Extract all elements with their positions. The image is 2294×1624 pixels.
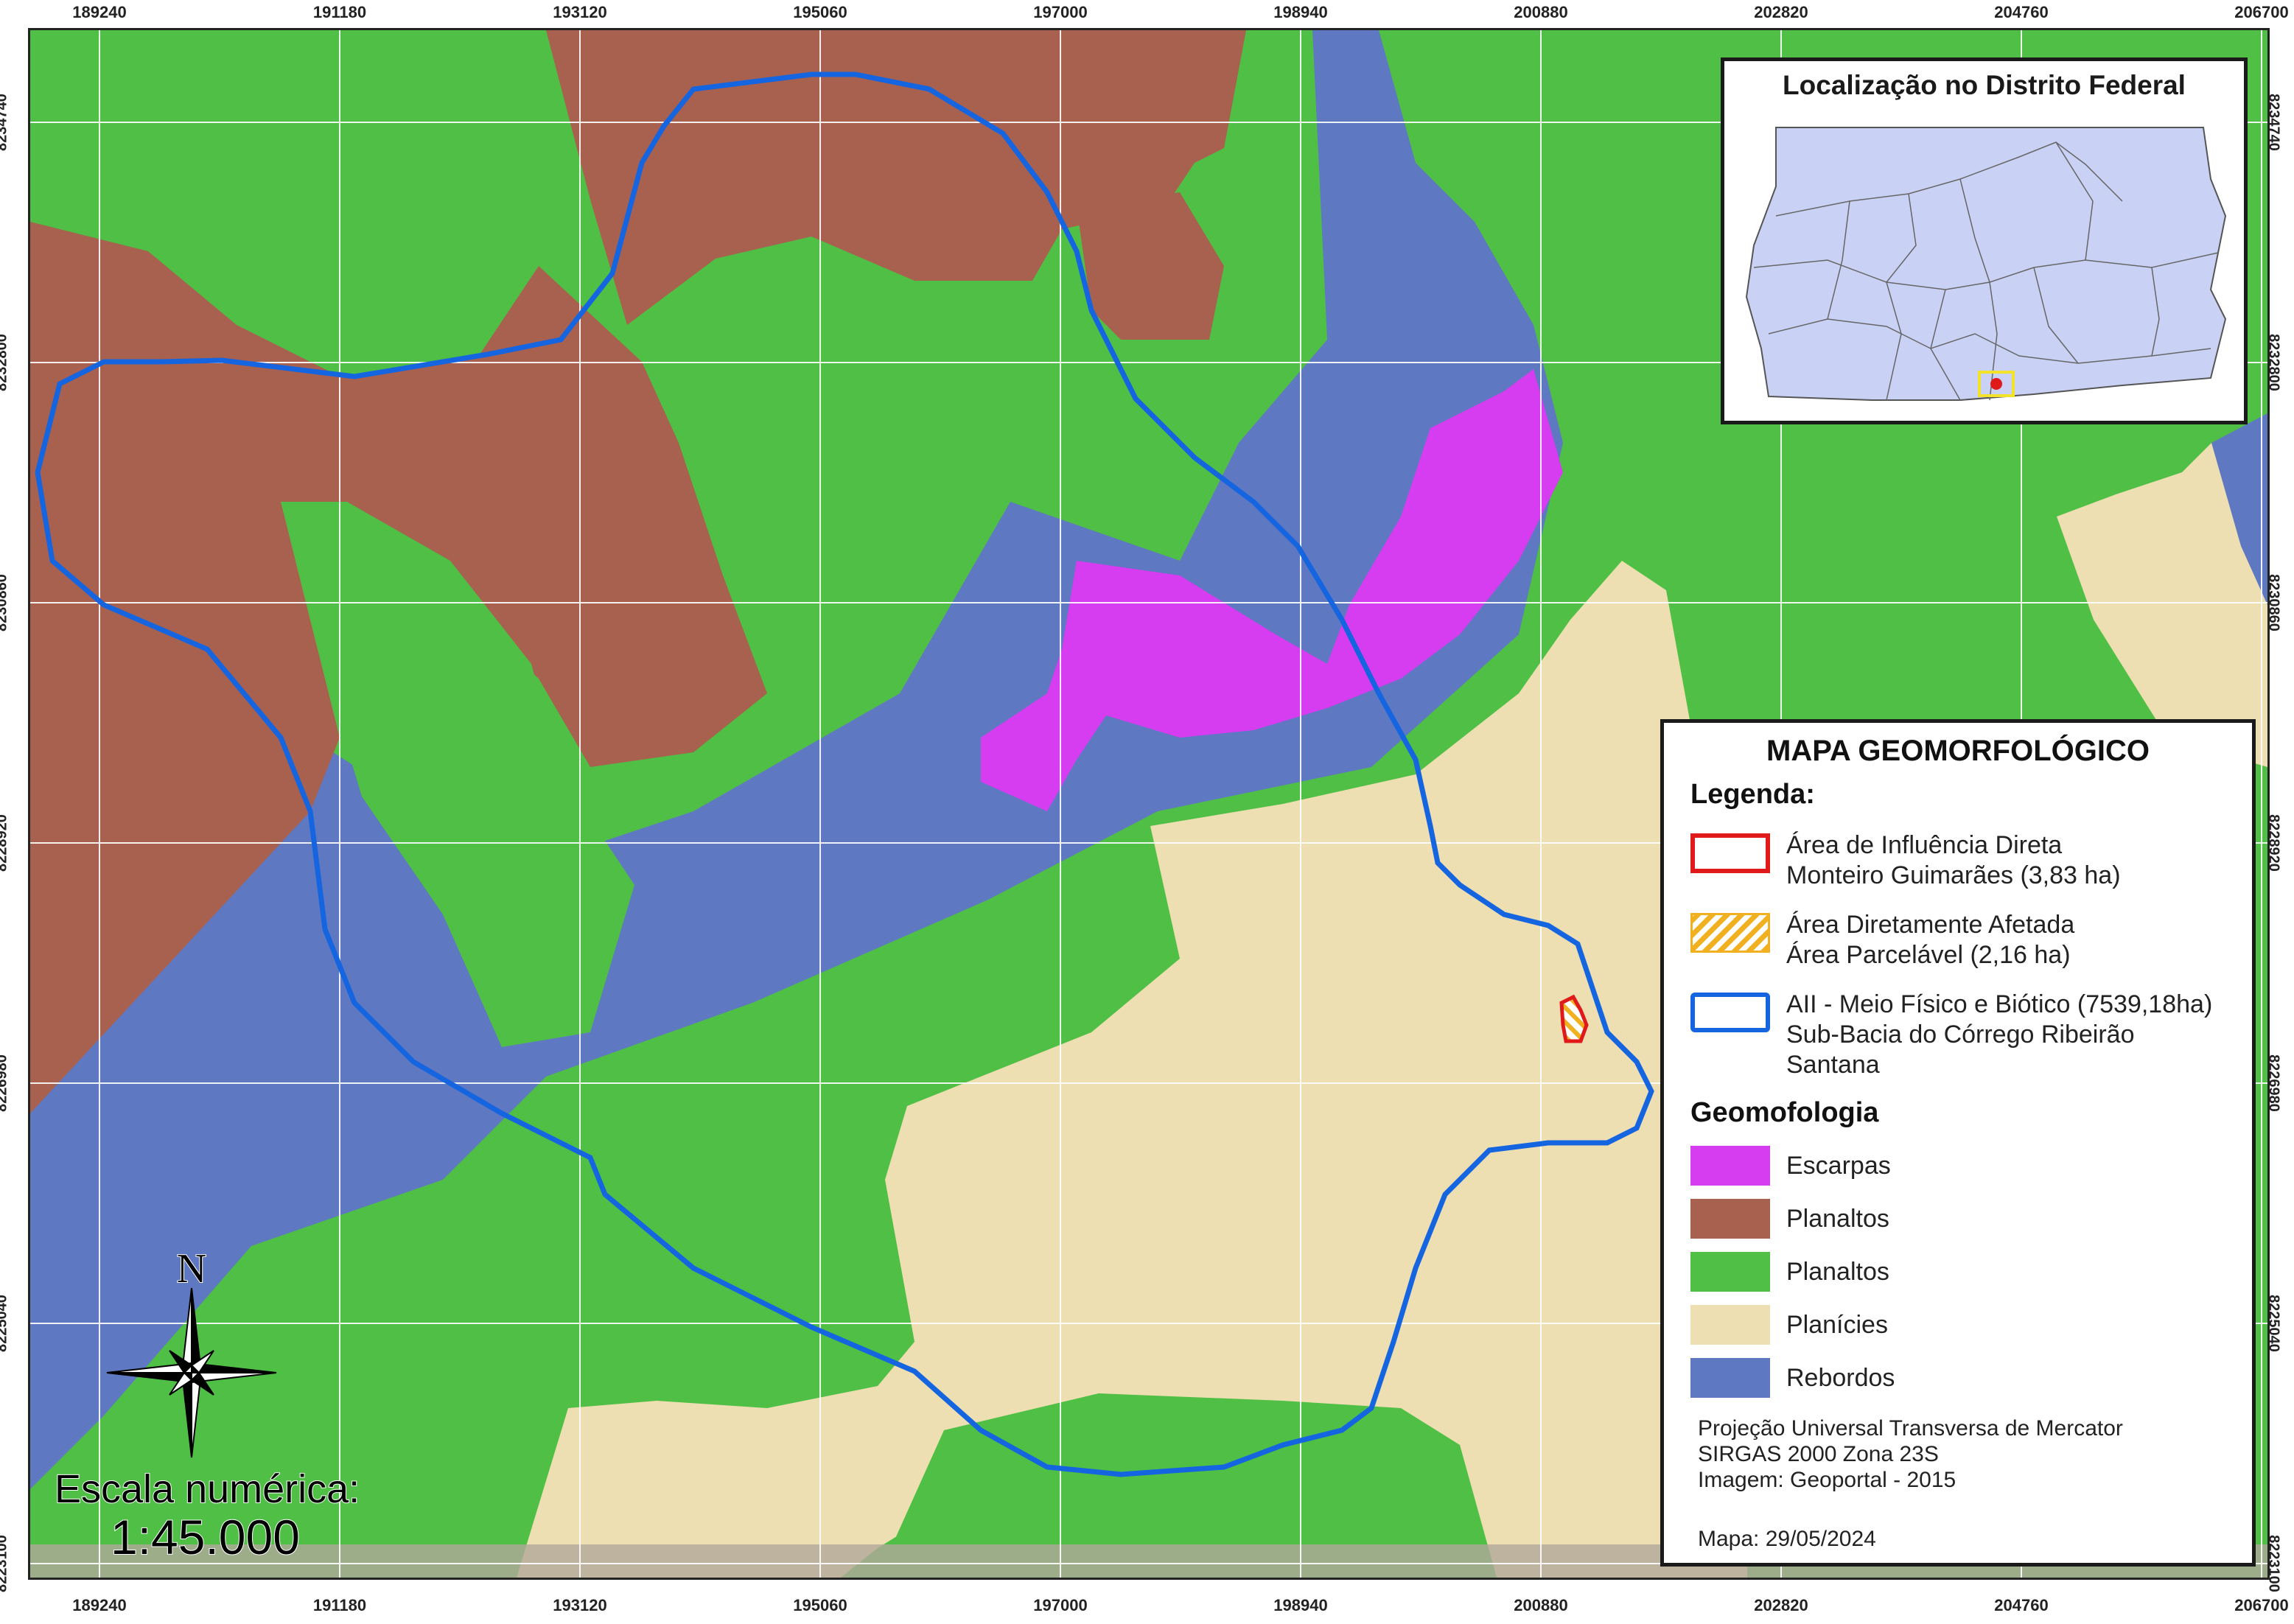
- location-marker: [1990, 378, 2002, 390]
- coord-top-x-6: 200880: [1514, 3, 1568, 21]
- coord-bottom-x-0: 189240: [72, 1596, 127, 1614]
- legend-class-item: Planaltos: [1690, 1196, 1889, 1242]
- zone-escarpas: [981, 369, 1563, 811]
- geomorphology-heading: Geomofologia: [1690, 1097, 1879, 1128]
- coord-top-x-4: 197000: [1033, 3, 1088, 21]
- subbasin-boundary: [35, 71, 1654, 1477]
- ada-swatch: [1690, 913, 1770, 953]
- class-swatch: [1690, 1199, 1770, 1239]
- class-label: Planaltos: [1786, 1258, 1889, 1286]
- class-swatch: [1690, 1146, 1770, 1186]
- class-label: Planaltos: [1786, 1205, 1889, 1233]
- coord-top-x-7: 202820: [1754, 3, 1808, 21]
- zone-planaltos-brown-northeast: [1077, 192, 1224, 340]
- coord-bottom-x-8: 204760: [1994, 1596, 2049, 1614]
- zone-planaltos-brown-north: [546, 30, 1246, 325]
- coord-left-y-2: 8230860: [0, 574, 10, 631]
- coord-top-x-2: 193120: [553, 3, 607, 21]
- coord-left-y-4: 8226980: [0, 1054, 10, 1112]
- aid-swatch: [1690, 833, 1770, 873]
- coord-left-y-5: 8225040: [0, 1295, 10, 1352]
- legend-item-aii: AII - Meio Físico e Biótico (7539,18ha)S…: [1690, 990, 2212, 1080]
- map-date: Mapa: 29/05/2024: [1698, 1527, 1876, 1551]
- coord-bottom-x-5: 198940: [1273, 1596, 1328, 1614]
- coord-bottom-x-1: 191180: [312, 1596, 367, 1614]
- aii-swatch: [1690, 993, 1770, 1032]
- zone-planaltos-green-south: [878, 1393, 1497, 1578]
- scale-label: Escala numérica:: [54, 1466, 360, 1512]
- class-swatch: [1690, 1305, 1770, 1345]
- location-inset: Localização no Distrito Federal: [1721, 57, 2248, 424]
- class-label: Rebordos: [1786, 1364, 1895, 1392]
- zone-planaltos-brown-west: [30, 222, 767, 1113]
- geomorphology-map: [30, 30, 2267, 1578]
- north-arrow: N: [106, 1245, 277, 1458]
- coord-bottom-x-6: 200880: [1514, 1596, 1568, 1614]
- legend-panel: MAPA GEOMORFOLÓGICO Legenda: Área de Inf…: [1660, 719, 2256, 1567]
- zone-rebordos: [30, 30, 1563, 1489]
- projection-note: Projeção Universal Transversa de Mercato…: [1698, 1416, 2123, 1492]
- coord-top-x-3: 195060: [793, 3, 847, 21]
- legend-class-item: Rebordos: [1690, 1355, 1895, 1401]
- aii-text: AII - Meio Físico e Biótico (7539,18ha)S…: [1786, 990, 2213, 1079]
- legend-class-item: Planaltos: [1690, 1249, 1889, 1295]
- df-regions: [1753, 141, 2219, 401]
- class-label: Escarpas: [1786, 1152, 1891, 1180]
- coord-bottom-x-3: 195060: [793, 1596, 847, 1614]
- inset-map: [1745, 127, 2227, 401]
- coord-left-y-3: 8228920: [0, 814, 10, 872]
- coord-bottom-x-2: 193120: [553, 1596, 607, 1614]
- location-highlight-box: [1978, 371, 2015, 397]
- coord-top-x-1: 191180: [312, 3, 367, 21]
- coord-bottom-x-7: 202820: [1754, 1596, 1808, 1614]
- coord-bottom-x-4: 197000: [1033, 1596, 1088, 1614]
- coord-top-x-9: 206700: [2234, 3, 2289, 21]
- aid-polygon: [1559, 994, 1589, 1043]
- class-swatch: [1690, 1252, 1770, 1292]
- zone-planaltos-green-mid: [281, 502, 634, 1047]
- class-label: Planícies: [1786, 1311, 1888, 1339]
- coord-top-x-8: 204760: [1994, 3, 2049, 21]
- zone-planicies-east: [2057, 443, 2267, 767]
- legend-class-item: Planícies: [1690, 1302, 1888, 1348]
- coord-left-y-6: 8223100: [0, 1535, 10, 1592]
- compass-rose-icon: [106, 1287, 277, 1458]
- coord-top-x-0: 189240: [72, 3, 127, 21]
- coord-left-y-1: 8232800: [0, 334, 10, 391]
- north-letter: N: [177, 1246, 206, 1292]
- legend-class-item: Escarpas: [1690, 1143, 1891, 1189]
- scale-value: 1:45.000: [110, 1509, 301, 1565]
- inset-title: Localização no Distrito Federal: [1783, 70, 2186, 100]
- legend-title: MAPA GEOMORFOLÓGICO: [1766, 735, 2150, 767]
- legend-heading: Legenda:: [1690, 779, 1815, 810]
- map-frame: [28, 28, 2270, 1580]
- df-outline: [1745, 127, 2227, 401]
- coord-bottom-x-9: 206700: [2234, 1596, 2289, 1614]
- coord-top-x-5: 198940: [1273, 3, 1328, 21]
- class-swatch: [1690, 1358, 1770, 1398]
- coord-left-y-0: 8234740: [0, 94, 10, 151]
